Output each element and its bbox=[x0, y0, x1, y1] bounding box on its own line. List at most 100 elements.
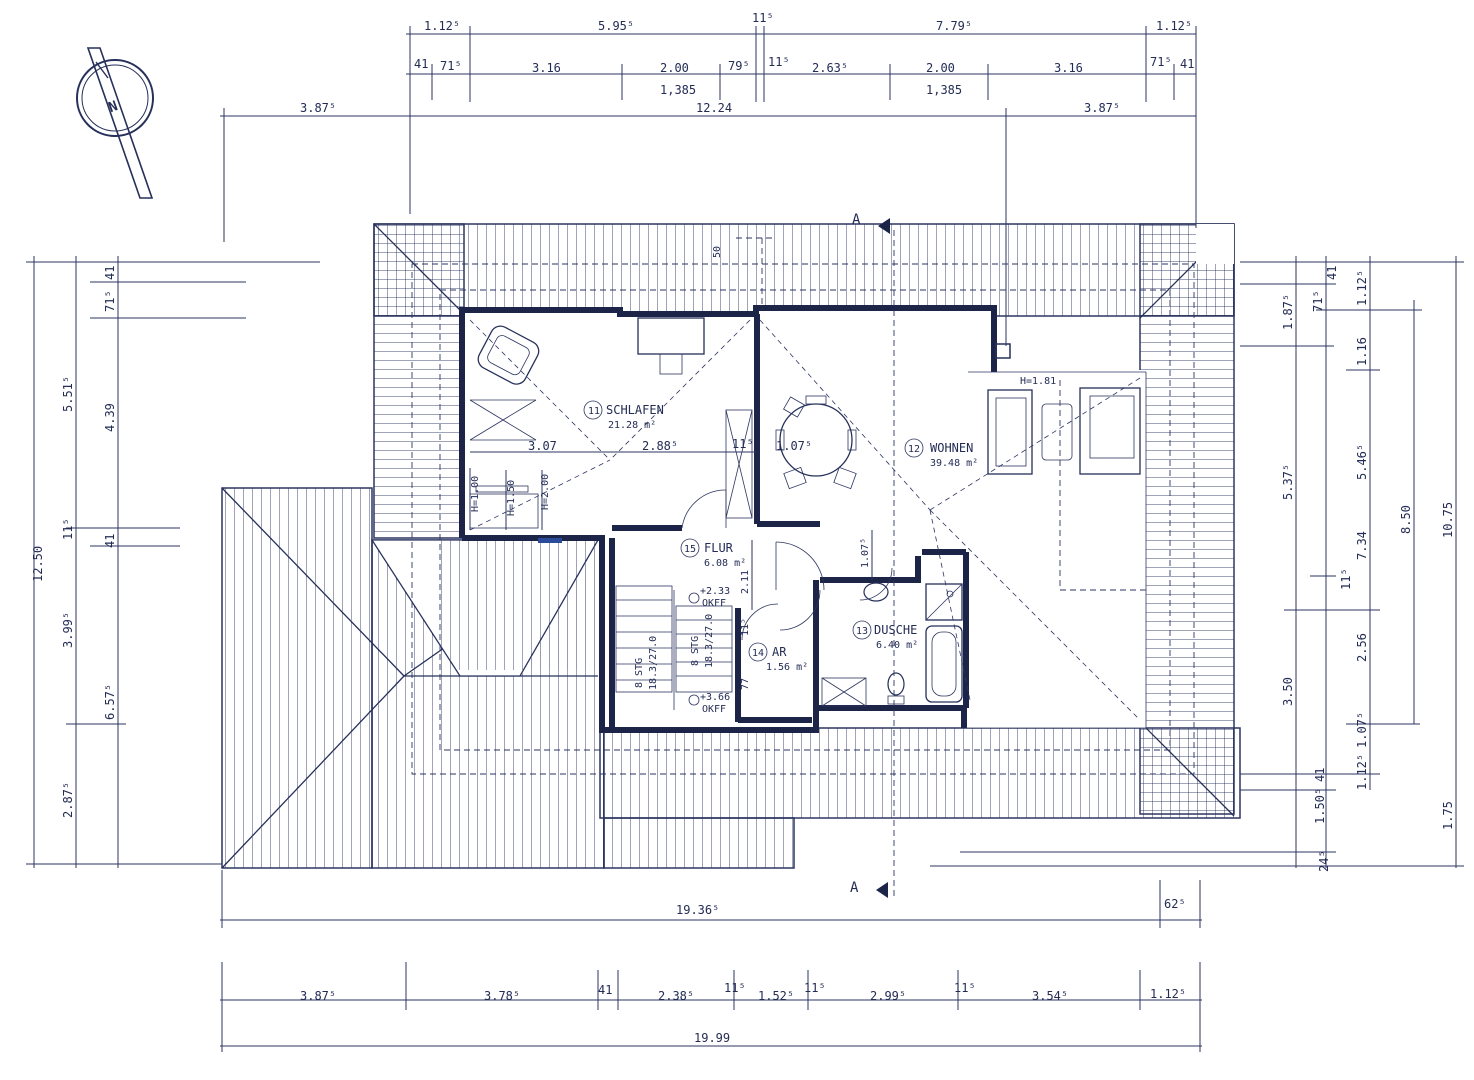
room-name: DUSCHE bbox=[874, 623, 917, 637]
staircase bbox=[615, 585, 733, 710]
stair-label: 8 STG bbox=[634, 658, 645, 688]
dim-label: 12.24 bbox=[696, 101, 732, 115]
toilet-icon bbox=[887, 672, 905, 705]
dim-label: 41 bbox=[1180, 57, 1194, 71]
room-area: 21.28 m² bbox=[608, 420, 656, 431]
dim-label: 3.87⁵ bbox=[300, 101, 336, 115]
bath-cabinet-icon bbox=[821, 677, 867, 707]
top-dimension-chains: 1.12⁵ 5.95⁵ 11⁵ 7.79⁵ 1.12⁵ 41 71⁵ 3.16 … bbox=[220, 11, 1197, 346]
wing-roof bbox=[221, 487, 795, 869]
dim-label: 2.56 bbox=[1355, 633, 1369, 662]
room-name: AR bbox=[772, 645, 787, 659]
dim-label: 3.07 bbox=[528, 439, 557, 453]
shower-icon bbox=[925, 583, 963, 621]
dim-label: 11⁵ bbox=[804, 981, 826, 995]
room-name: WOHNEN bbox=[930, 441, 973, 455]
room-area: 1.56 m² bbox=[766, 662, 808, 673]
room-name: SCHLAFEN bbox=[606, 403, 664, 417]
dim-label: 11⁵ bbox=[768, 55, 790, 69]
level-label: OKFF bbox=[702, 598, 726, 609]
ceiling-slope-lines bbox=[469, 319, 1141, 721]
dim-label: 11⁵ bbox=[1339, 568, 1353, 590]
dim-label: 71⁵ bbox=[1150, 55, 1172, 69]
dim-label: 62⁵ bbox=[1164, 897, 1186, 911]
dim-label: 7.34 bbox=[1355, 531, 1369, 560]
dim-label: 3.50 bbox=[1281, 677, 1295, 706]
dim-label: 3.16 bbox=[532, 61, 561, 75]
room-area: 39.48 m² bbox=[930, 458, 978, 469]
dim-label: 10.75 bbox=[1441, 502, 1455, 538]
dim-label: 2.00 bbox=[926, 61, 955, 75]
stair-label: 8 STG bbox=[690, 636, 701, 666]
section-label: A bbox=[850, 880, 859, 896]
dim-label: H=1.50 bbox=[506, 480, 517, 516]
dim-label: 11⁵ bbox=[61, 518, 75, 540]
walls bbox=[459, 305, 1147, 733]
dim-label: 1.16 bbox=[1355, 337, 1369, 366]
dim-label: 2.88⁵ bbox=[642, 439, 678, 453]
section-marker-top: A bbox=[852, 212, 890, 234]
right-dimension-chains: 1.87⁵ 5.37⁵ 3.50 1.50⁵ 24⁵ 71⁵ 41 41 1.1… bbox=[930, 256, 1464, 872]
dining-table-icon bbox=[775, 395, 857, 490]
room-number: 13 bbox=[856, 626, 868, 637]
dim-label: 2.00 bbox=[660, 61, 689, 75]
dim-label: 5.95⁵ bbox=[598, 19, 634, 33]
dim-label: 2.99⁵ bbox=[870, 989, 906, 1003]
dim-label: 5.37⁵ bbox=[1281, 464, 1295, 500]
desk-icon bbox=[637, 317, 705, 375]
dim-label: 41 bbox=[414, 57, 428, 71]
dim-label: 6.57⁵ bbox=[103, 684, 117, 720]
dim-label: 1.12⁵ bbox=[424, 19, 460, 33]
dim-label: 50 bbox=[712, 246, 723, 258]
dim-label: 1.50⁵ bbox=[1313, 788, 1327, 824]
dim-label: 1,385 bbox=[926, 83, 962, 97]
level-label: OKFF bbox=[702, 704, 726, 715]
stair-label: 18.3/27.0 bbox=[704, 614, 715, 668]
doors bbox=[681, 489, 893, 641]
level-label: +2.33 bbox=[700, 586, 730, 597]
room-label-flur: 15 FLUR 6.08 m² bbox=[680, 538, 746, 569]
dim-label: 77 bbox=[740, 678, 751, 690]
interior-floor bbox=[462, 308, 1146, 728]
dim-label: H=1.00 bbox=[470, 476, 481, 512]
dim-label: 1.12⁵ bbox=[1150, 987, 1186, 1001]
dim-label: 71⁵ bbox=[103, 290, 117, 312]
dim-label: 41 bbox=[103, 266, 117, 280]
section-label: A bbox=[852, 212, 861, 228]
dim-label: 3.78⁵ bbox=[484, 989, 520, 1003]
left-dimension-chains: 12.50 5.51⁵ 3.99⁵ 2.87⁵ 71⁵ 41 4.39 11⁵ … bbox=[26, 256, 320, 868]
dim-label: 1,385 bbox=[660, 83, 696, 97]
bottom-dimension-chains: 19.36⁵ 62⁵ 3.87⁵ 3.78⁵ 41 2.38⁵ 11⁵ 1.52… bbox=[220, 870, 1202, 1052]
dim-label: 5.46⁵ bbox=[1355, 444, 1369, 480]
room-number: 15 bbox=[684, 544, 696, 555]
dim-label: 7.79⁵ bbox=[936, 19, 972, 33]
sofa-right-icon bbox=[1079, 387, 1141, 475]
dim-label: 5.51⁵ bbox=[61, 376, 75, 412]
main-roof bbox=[373, 223, 1241, 819]
dim-label: 2.38⁵ bbox=[658, 989, 694, 1003]
north-arrow-icon: N bbox=[76, 47, 154, 199]
level-label: +3.66 bbox=[700, 692, 730, 703]
dim-label: 2.11 bbox=[740, 570, 751, 594]
room-area: 6.08 m² bbox=[704, 558, 746, 569]
dim-label: 3.54⁵ bbox=[1032, 989, 1068, 1003]
dim-label: 11⁵ bbox=[724, 981, 746, 995]
dim-label: 1.12⁵ bbox=[1156, 19, 1192, 33]
dim-label: 1.12⁵ bbox=[1355, 754, 1369, 790]
dim-label: 2.63⁵ bbox=[812, 61, 848, 75]
dim-label: 3.99⁵ bbox=[61, 612, 75, 648]
roof-overhang-lines bbox=[411, 230, 1195, 900]
dim-label: 12.50 bbox=[31, 546, 45, 582]
dim-label: 3.16 bbox=[1054, 61, 1083, 75]
dim-label: 2.87⁵ bbox=[61, 782, 75, 818]
dim-label: 1.75 bbox=[1441, 801, 1455, 830]
dim-label: 41 bbox=[103, 534, 117, 548]
dim-label: 79⁵ bbox=[728, 59, 750, 73]
dim-label: H=2.00 bbox=[540, 474, 551, 510]
room-name: FLUR bbox=[704, 541, 734, 555]
bathtub-icon bbox=[925, 625, 963, 703]
armchair-schlafen-icon bbox=[477, 325, 540, 385]
room-label-dusche: 13 DUSCHE 6.40 m² bbox=[852, 620, 918, 651]
room-label-wohnen: 12 WOHNEN 39.48 m² bbox=[904, 438, 978, 469]
